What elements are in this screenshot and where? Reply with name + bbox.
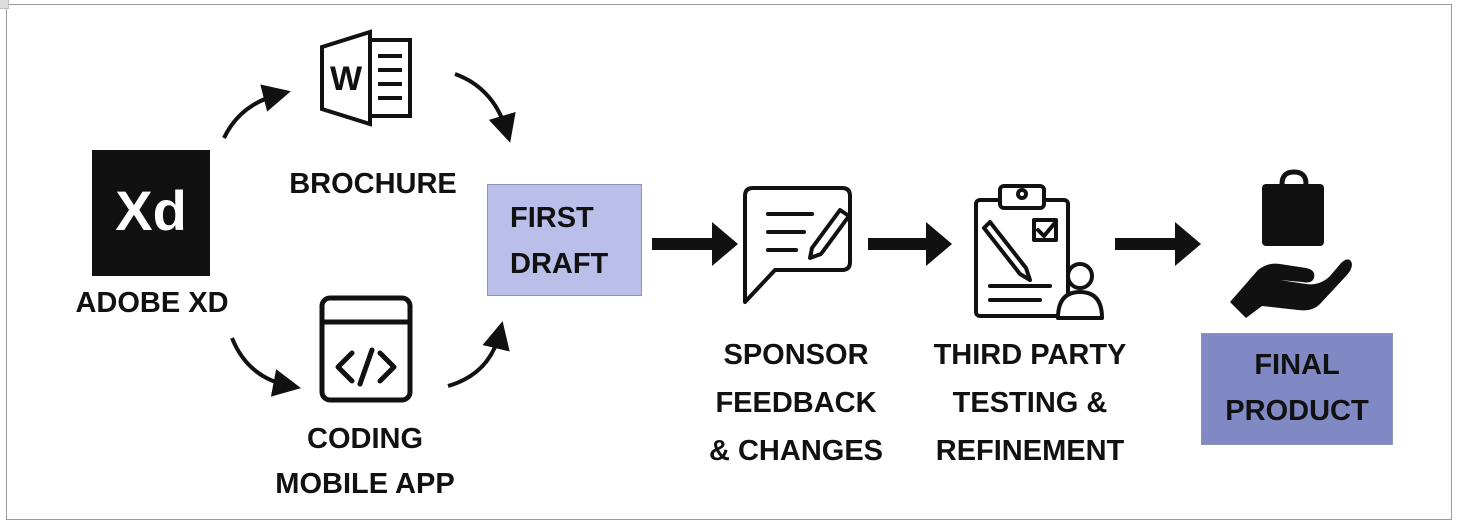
- final-line-2: PRODUCT: [1225, 395, 1369, 427]
- sponsor-feedback-label: SPONSOR FEEDBACK & CHANGES: [686, 331, 906, 475]
- arrow-sponsor-to-third: [868, 222, 952, 266]
- arrow-xd-to-coding: [230, 337, 302, 397]
- clipboard-person-icon: [974, 184, 1104, 320]
- coding-line-2: MOBILE APP: [275, 468, 455, 500]
- third-line-2: TESTING &: [952, 387, 1108, 419]
- final-line-1: FINAL: [1254, 349, 1340, 381]
- first-draft-box: FIRST DRAFT: [487, 184, 642, 296]
- xd-logo-text: Xd: [115, 179, 187, 242]
- third-line-1: THIRD PARTY: [933, 339, 1127, 371]
- arrow-brochure-to-draft: [454, 72, 516, 143]
- word-icon-letter: W: [330, 60, 363, 98]
- coding-line-1: CODING: [307, 423, 423, 455]
- speech-bubble-pen-icon: [743, 186, 852, 304]
- sponsor-line-2: FEEDBACK: [715, 387, 877, 419]
- coding-mobile-app-label: CODING MOBILE APP: [250, 417, 480, 507]
- final-product-label: FINAL PRODUCT: [1202, 334, 1392, 434]
- code-window-icon: [319, 295, 413, 403]
- final-product-box: FINAL PRODUCT: [1201, 333, 1393, 445]
- flow-arrows-curved: [222, 72, 516, 397]
- third-line-3: REFINEMENT: [935, 435, 1125, 467]
- word-document-icon: W: [320, 29, 412, 127]
- adobe-xd-logo-icon: Xd: [92, 150, 210, 276]
- arrow-coding-to-draft: [447, 321, 510, 388]
- first-draft-line-1: FIRST: [510, 202, 594, 234]
- corner-mark: [0, 0, 9, 9]
- sponsor-line-1: SPONSOR: [723, 339, 869, 371]
- arrow-xd-to-brochure: [222, 84, 291, 139]
- arrow-third-to-final: [1115, 222, 1201, 266]
- brochure-label: BROCHURE: [289, 168, 457, 200]
- hand-holding-bag-icon: [1230, 169, 1352, 318]
- first-draft-line-2: DRAFT: [510, 248, 609, 280]
- adobe-xd-label: ADOBE XD: [75, 287, 229, 319]
- first-draft-label: FIRST DRAFT: [488, 185, 641, 287]
- flow-arrows-straight: [652, 222, 1201, 266]
- sponsor-line-3: & CHANGES: [708, 435, 883, 467]
- arrow-draft-to-sponsor: [652, 222, 738, 266]
- third-party-label: THIRD PARTY TESTING & REFINEMENT: [910, 331, 1150, 475]
